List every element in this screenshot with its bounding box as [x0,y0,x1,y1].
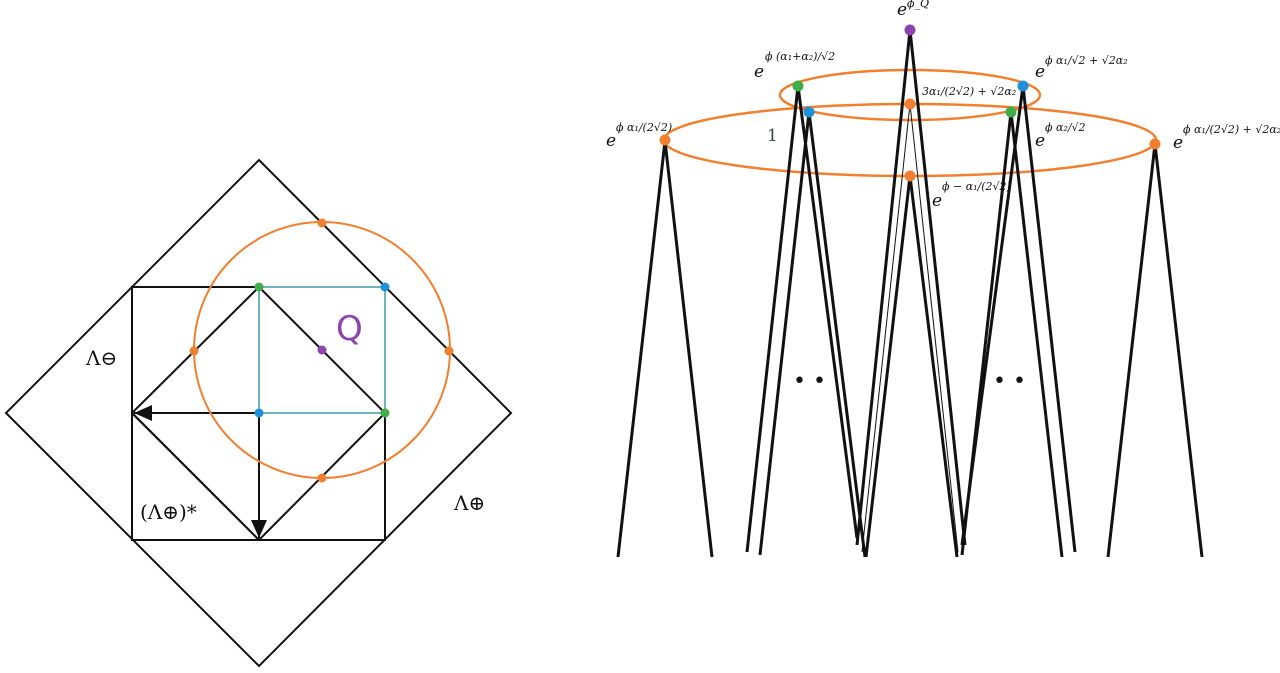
label-q: Q [336,309,363,349]
purple-dot-center [317,345,327,355]
svg-text:e: e [1035,62,1045,82]
cone-left-outer [616,140,714,558]
orange-dot-bottom [317,473,327,483]
blue-dot-top-right [380,282,390,292]
lattice-diagram: Λ⊖ Λ⊕ (Λ⊕)* Q [4,158,513,668]
svg-text:e: e [1035,131,1045,151]
label-center-lower: e ϕ − α₁/(2√2) [932,180,1011,211]
orange-dot-right-end [1149,138,1161,150]
orange-dot-upper-center [904,98,916,110]
label-lambda-minus: Λ⊖ [85,346,117,370]
orange-dot-right [444,346,454,356]
blue-dot-lower-left [803,106,815,118]
svg-text:ϕ α₂/√2: ϕ α₂/√2 [1045,121,1086,134]
green-dot-top-left [254,282,264,292]
label-blue-right: e ϕ α₁/√2 + √2α₂ [1035,54,1128,82]
ellipsis-right: • • [993,369,1026,394]
orange-dot-lower-center [904,170,916,182]
orange-dot-left [189,346,199,356]
svg-text:e: e [932,191,942,211]
green-dot-bottom-right [380,408,390,418]
cone-blue-left [758,111,867,558]
svg-text:ϕ (α₁+α₂)/√2: ϕ (α₁+α₂)/√2 [765,50,835,63]
fan-diagram: • • • • e ϕ_Q e ϕ (α₁+α₂)/√2 e ϕ α₁/√2 +… [606,0,1280,558]
diagonal-line [131,412,260,541]
ellipsis-left: • • [793,369,826,394]
label-one: 1 [767,126,778,146]
svg-text:e: e [1173,133,1183,153]
green-dot-lower-right [1005,106,1017,118]
label-green-right: e ϕ α₂/√2 [1035,121,1086,151]
purple-dot-apex [904,24,916,36]
outer-diamond [4,158,513,668]
blue-dot-upper-right [1017,80,1029,92]
svg-text:e: e [754,62,764,82]
svg-text:e: e [606,131,616,151]
svg-text:e: e [897,0,907,20]
orange-dot-left-end [659,134,671,146]
label-orange-left: e ϕ α₁/(2√2) [606,121,672,151]
cone-blue-right [960,85,1077,553]
blue-dot-bottom-left [254,408,264,418]
label-center-upper: 3α₁/(2√2) + √2α₂ [922,85,1016,98]
label-top: e ϕ_Q [897,0,929,20]
label-orange-right: e ϕ α₁/(2√2) + √2α₂ [1173,123,1280,153]
label-dual-lattice: (Λ⊕)* [140,500,197,524]
small-orange-ellipse [778,68,1042,122]
svg-text:ϕ α₁/(2√2) + √2α₂: ϕ α₁/(2√2) + √2α₂ [1183,123,1280,136]
svg-text:ϕ − α₁/(2√2): ϕ − α₁/(2√2) [942,180,1011,193]
green-dot-upper-left [792,80,804,92]
svg-text:ϕ_Q: ϕ_Q [907,0,929,10]
cone-center-lower [864,175,959,558]
cone-green-left [745,85,859,553]
orange-dot-top [317,218,327,228]
svg-text:ϕ α₁/√2 + √2α₂: ϕ α₁/√2 + √2α₂ [1045,54,1128,67]
label-green-left: e ϕ (α₁+α₂)/√2 [754,50,835,82]
cone-right-outer [1106,143,1204,558]
large-orange-ellipse [662,102,1158,178]
q-cell [258,286,386,414]
label-lambda-plus: Λ⊕ [453,491,485,515]
svg-text:ϕ α₁/(2√2): ϕ α₁/(2√2) [616,121,672,134]
